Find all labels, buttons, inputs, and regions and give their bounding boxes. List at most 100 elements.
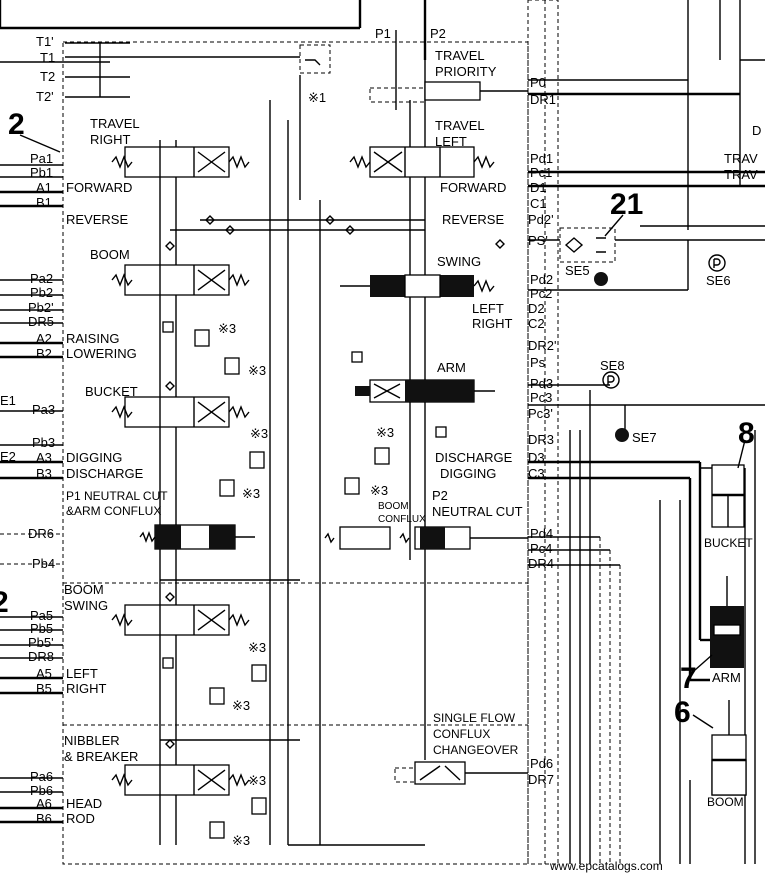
port-label: RIGHT xyxy=(472,316,513,331)
title-boom-conflux-2: CONFLUX xyxy=(378,514,426,525)
leader-arrow-7 xyxy=(694,654,713,671)
port-label: Pb5 xyxy=(30,621,53,636)
port-label: Pa3 xyxy=(32,402,55,417)
arm-cylinder xyxy=(710,576,744,668)
port-p2: P2 xyxy=(430,26,446,41)
ref-mark-3: ※3 xyxy=(248,773,266,788)
port-label: D3 xyxy=(528,450,545,465)
ref-mark-1: ※1 xyxy=(308,90,326,105)
spool-travel-left xyxy=(349,146,495,178)
spool-p1-neutral-cut xyxy=(139,524,255,550)
sensor-se5-label: SE5 xyxy=(565,263,590,278)
title-travel-left-2: LEFT xyxy=(435,134,467,149)
port-label: DIGGING xyxy=(66,450,122,465)
port-p0: P0 xyxy=(530,75,546,90)
port-label: C3 xyxy=(528,466,545,481)
port-label: Pd2 xyxy=(530,272,553,287)
leader-arrow-8 xyxy=(737,439,746,469)
port-label: D2 xyxy=(528,301,545,316)
title-swing: SWING xyxy=(437,254,481,269)
title-travel-right-1: TRAVEL xyxy=(90,116,140,131)
port-label: Pb4 xyxy=(32,556,55,571)
ref-mark-3: ※3 xyxy=(242,486,260,501)
port-label: Pb2' xyxy=(28,300,54,315)
right-port-labels: Pd1 Pc1 FORWARD D1 C1 REVERSE Pd2' PS' P… xyxy=(435,151,557,787)
title-travel-priority-2: PRIORITY xyxy=(435,64,497,79)
left-port-labels: Pa1 Pb1 A1 FORWARD B1 REVERSE Pa2 Pb2 Pb… xyxy=(28,151,144,826)
port-label: Pb6 xyxy=(30,783,53,798)
title-p1-neutral-cut-2: &ARM CONFLUX xyxy=(66,504,161,518)
port-label: A3 xyxy=(36,450,52,465)
pilot-line-bundle xyxy=(527,0,559,865)
port-label: REVERSE xyxy=(442,212,504,227)
se5-sensor-icon xyxy=(594,272,608,286)
port-label: LEFT xyxy=(66,666,98,681)
port-label: RIGHT xyxy=(66,681,107,696)
title-bucket: BUCKET xyxy=(85,384,138,399)
ref-number-8: 8 xyxy=(738,417,755,450)
spool-boom xyxy=(111,264,250,296)
port-label: DR7 xyxy=(528,772,554,787)
se6-pressure-icon xyxy=(708,254,726,272)
port-label: Pa2 xyxy=(30,271,53,286)
ref-mark-3: ※3 xyxy=(376,425,394,440)
port-label: Pd2' xyxy=(528,212,554,227)
port-label: B6 xyxy=(36,811,52,826)
arm-cylinder-label: ARM xyxy=(712,670,741,685)
spool-single-flow xyxy=(394,761,528,785)
tank-lines xyxy=(0,0,427,110)
port-label: DISCHARGE xyxy=(66,466,144,481)
port-label: DISCHARGE xyxy=(435,450,513,465)
port-t1-prime: T1' xyxy=(36,34,54,49)
port-label: D1 xyxy=(530,180,547,195)
ref-number-7: 7 xyxy=(680,662,697,695)
port-label: Pc3' xyxy=(528,406,553,421)
sensor-se7-label: SE7 xyxy=(632,430,657,445)
port-t2-prime: T2' xyxy=(36,89,54,104)
port-label: PS' xyxy=(528,233,548,248)
port-label: HEAD xyxy=(66,796,102,811)
ref-mark-3: ※3 xyxy=(370,483,388,498)
port-label: A2 xyxy=(36,331,52,346)
port-label: Pb2 xyxy=(30,285,53,300)
boom-cylinder xyxy=(711,700,747,796)
title-single-flow-2: CONFLUX xyxy=(433,727,490,741)
leader-arrow-6 xyxy=(692,714,714,729)
port-label: A6 xyxy=(36,796,52,811)
port-label: DR3 xyxy=(528,432,554,447)
spool-nibbler xyxy=(111,764,250,796)
port-label: Pb3 xyxy=(32,435,55,450)
external-lines xyxy=(528,0,765,864)
port-label: FORWARD xyxy=(66,180,132,195)
port-label: DR5 xyxy=(28,314,54,329)
spool-boom-swing xyxy=(111,604,250,636)
port-label: Pd3 xyxy=(530,376,553,391)
relief-valves xyxy=(194,329,390,839)
port-label: DR2' xyxy=(528,338,557,353)
p-glyph xyxy=(607,375,615,385)
port-label: Pc2 xyxy=(530,286,552,301)
se8-pressure-icon xyxy=(602,371,620,389)
leader-arrow-2 xyxy=(19,134,61,153)
port-label: ROD xyxy=(66,811,95,826)
title-travel-priority-1: TRAVEL xyxy=(435,48,485,63)
check-valves xyxy=(162,215,505,749)
title-arm: ARM xyxy=(437,360,466,375)
component-21 xyxy=(559,227,616,263)
spool-arm xyxy=(355,379,495,403)
title-p2-neutral-cut-1: P2 xyxy=(432,488,448,503)
title-p2-neutral-cut-2: NEUTRAL CUT xyxy=(432,504,523,519)
ref-mark-3: ※3 xyxy=(248,363,266,378)
port-label: Pd6 xyxy=(530,756,553,771)
port-t2: T2 xyxy=(40,69,55,84)
travel-priority-valve xyxy=(299,44,528,103)
ref-mark-3: ※3 xyxy=(248,640,266,655)
port-label: Pc4 xyxy=(530,541,552,556)
port-label: Pa5 xyxy=(30,608,53,623)
boom-cylinder-label: BOOM xyxy=(707,795,744,809)
title-travel-left-1: TRAVEL xyxy=(435,118,485,133)
port-label: Pb5' xyxy=(28,635,54,650)
port-label: LEFT xyxy=(472,301,504,316)
bucket-cylinder-label: BUCKET xyxy=(704,536,753,550)
